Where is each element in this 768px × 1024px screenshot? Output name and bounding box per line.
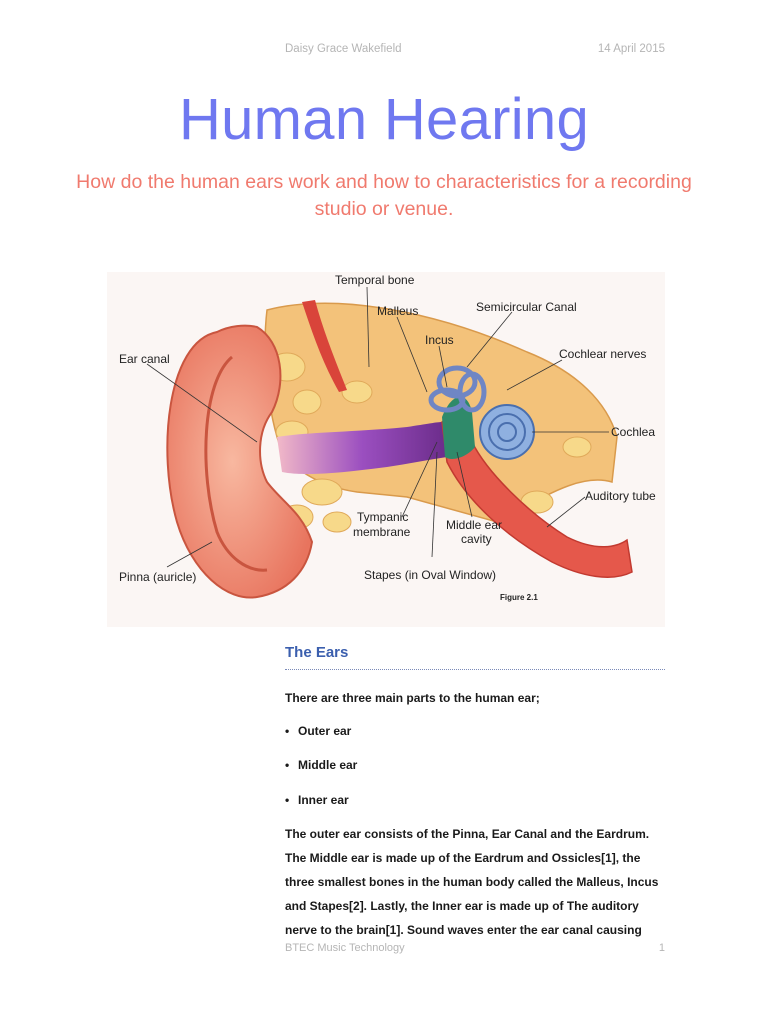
body-paragraph: The outer ear consists of the Pinna, Ear… (285, 827, 659, 937)
bullet-icon: • (285, 758, 290, 772)
list-item: • Middle ear (285, 758, 357, 772)
label-middle-ear-1: Middle ear (446, 518, 502, 532)
cochlea-shape (479, 404, 535, 460)
section-title: The Ears (285, 644, 349, 661)
page-subtitle: How do the human ears work and how to ch… (76, 171, 692, 220)
intro-text: There are three main parts to the human … (285, 691, 540, 705)
temporal-muscle (302, 300, 347, 392)
figure-caption: Figure 2.1 (500, 593, 538, 602)
pinna-fold (204, 355, 268, 572)
label-tympanic-2: membrane (353, 525, 411, 539)
label-pinna: Pinna (auricle) (119, 570, 196, 584)
ear-canal-shape (277, 422, 447, 475)
ear-diagram: Temporal bone Malleus Semicircular Canal… (119, 273, 656, 602)
label-ear-canal: Ear canal (119, 352, 170, 366)
pinna-shape (166, 324, 314, 599)
ear-anatomy-figure: Temporal bone Malleus Semicircular Canal… (107, 272, 665, 627)
label-incus: Incus (425, 333, 454, 347)
bullet-icon: • (285, 793, 290, 807)
label-tympanic-1: Tympanic (357, 510, 408, 524)
section-divider (285, 669, 665, 670)
label-auditory-tube: Auditory tube (585, 489, 656, 503)
label-malleus: Malleus (377, 304, 418, 318)
bullet-text: Middle ear (298, 758, 358, 772)
label-temporal-bone: Temporal bone (335, 273, 415, 287)
label-semicircular-canal: Semicircular Canal (476, 300, 577, 314)
label-cochlea: Cochlea (611, 425, 655, 439)
label-cochlear-nerves: Cochlear nerves (559, 347, 646, 361)
document-date: 14 April 2015 (597, 43, 665, 55)
list-item: • Outer ear (285, 724, 351, 738)
page-number: 1 (658, 942, 665, 954)
semicircular-canals-shape (428, 365, 487, 413)
label-middle-ear-2: cavity (461, 532, 492, 546)
label-stapes: Stapes (in Oval Window) (364, 568, 496, 582)
leader-lines (146, 286, 609, 568)
bullet-icon: • (285, 724, 290, 738)
bullet-text: Outer ear (298, 724, 352, 738)
page-header: Daisy Grace Wakefield 14 April 2015 (285, 43, 665, 59)
footer-course: BTEC Music Technology (285, 942, 405, 954)
page-title: Human Hearing (178, 87, 590, 152)
author-name: Daisy Grace Wakefield (285, 43, 402, 55)
bullet-text: Inner ear (298, 793, 349, 807)
list-item: • Inner ear (285, 793, 349, 807)
